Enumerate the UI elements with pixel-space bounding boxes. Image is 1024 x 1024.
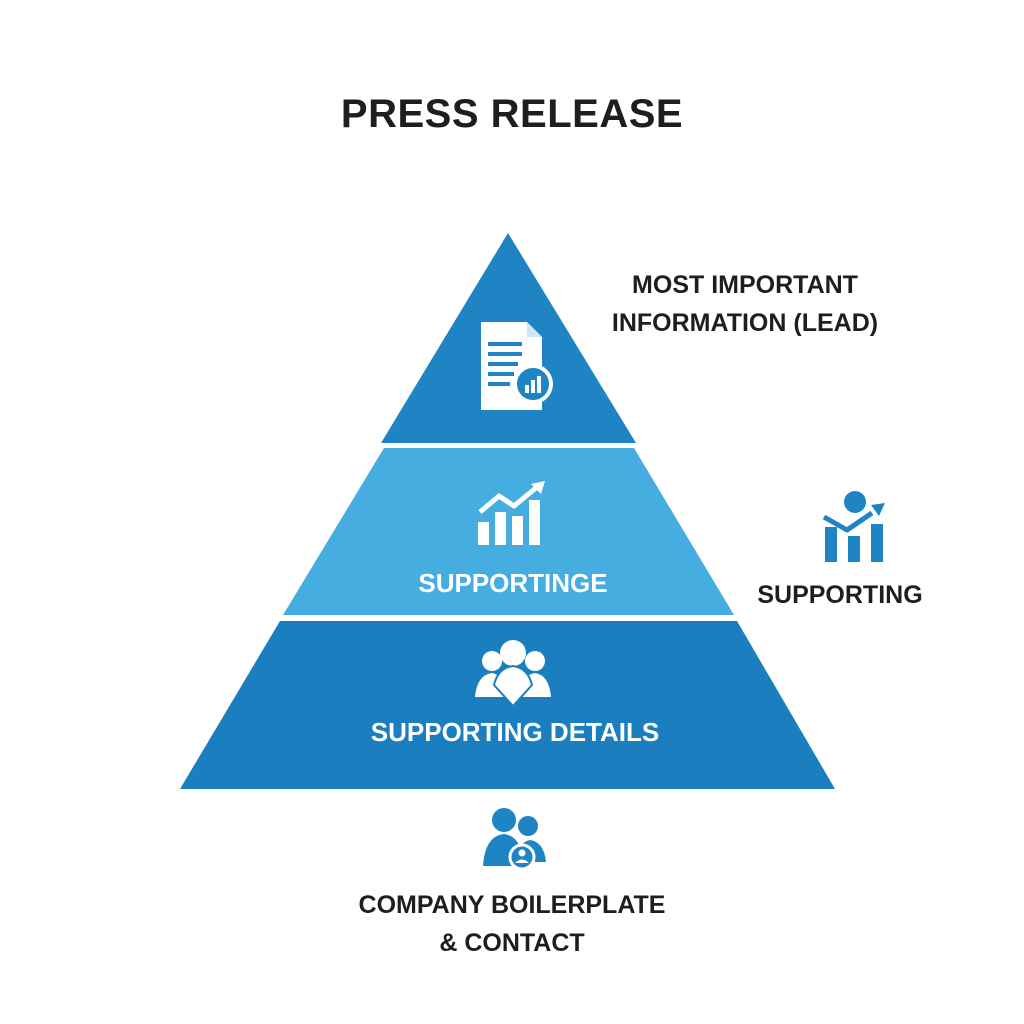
boilerplate-label: COMPANY BOILERPLATE & CONTACT: [312, 886, 712, 962]
document-chart-icon: [481, 322, 553, 410]
tier-middle-label: SUPPORTINGE: [418, 568, 607, 598]
lead-label: MOST IMPORTANT INFORMATION (LEAD): [590, 266, 900, 342]
person-growth-chart-icon: [822, 491, 885, 562]
lead-label-line2: INFORMATION (LEAD): [611, 309, 879, 337]
page-title: PRESS RELEASE: [340, 92, 684, 136]
contact-people-icon: [483, 808, 546, 871]
people-group-icon: [475, 640, 551, 708]
boilerplate-label-line1: COMPANY BOILERPLATE: [358, 891, 666, 919]
boilerplate-label-line2: & CONTACT: [439, 929, 585, 957]
lead-label-line1: MOST IMPORTANT: [632, 271, 858, 299]
tier-bottom-label: SUPPORTING DETAILS: [371, 717, 659, 747]
pyramid-tier-middle: [283, 448, 734, 615]
supporting-label: SUPPORTING: [757, 581, 923, 609]
pyramid-tier-bottom: [180, 621, 835, 789]
bar-growth-chart-icon: [478, 481, 545, 545]
